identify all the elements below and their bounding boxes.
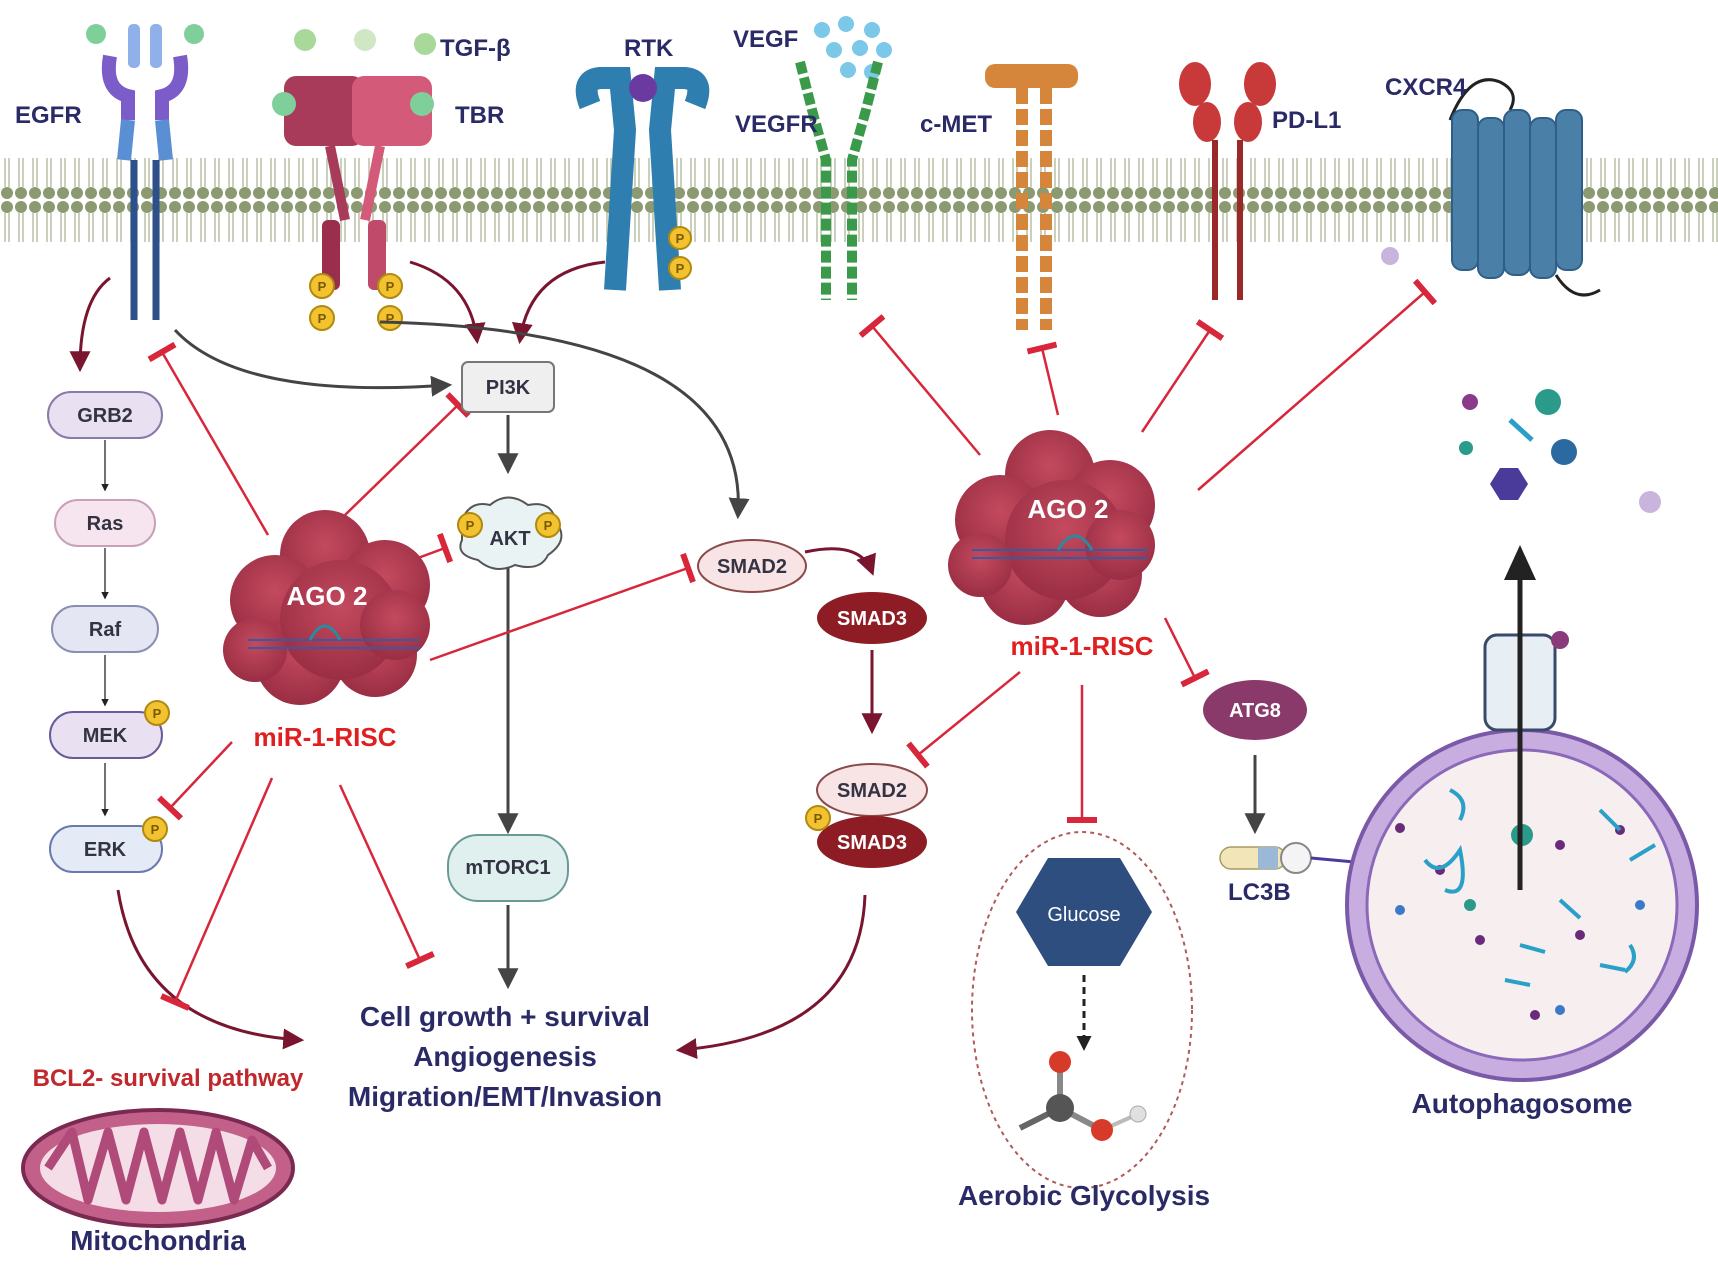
- risc-left: AGO 2 miR-1-RISC: [223, 510, 430, 752]
- mitochondria-label: Mitochondria: [70, 1225, 246, 1256]
- pi3k-label: PI3K: [486, 377, 531, 399]
- inhibit-c-met: [1026, 341, 1060, 416]
- inhibit-pi3k: [344, 392, 471, 516]
- smad3-node: SMAD3: [817, 592, 927, 644]
- inhibit-smad2: [429, 552, 696, 662]
- arrow-tbr-smad2: [379, 320, 750, 520]
- phospho-akt-2: P: [544, 518, 553, 533]
- complex-smad3-label: SMAD3: [837, 832, 907, 854]
- phospho-erk: P: [151, 822, 160, 837]
- glucose-label: Glucose: [1047, 904, 1120, 926]
- atg-label: ATG8: [1229, 700, 1281, 722]
- vegf-label: VEGF: [733, 26, 798, 53]
- akt-label: AKT: [489, 528, 530, 550]
- pi3k-node: PI3K: [461, 361, 555, 413]
- phospho-mek: P: [153, 706, 162, 721]
- smad-complex: SMAD2 SMAD3 P: [805, 763, 928, 868]
- phospho-akt-1: P: [466, 518, 475, 533]
- vegf-ligands: [814, 16, 892, 80]
- arrow-egfr-grb2: [69, 276, 111, 373]
- inhibit-cxcr4: [1197, 278, 1438, 491]
- glycolysis-cell: [971, 831, 1193, 1189]
- mtorc1-node: mTORC1: [447, 834, 569, 902]
- pd-l1-label: PD-L1: [1272, 107, 1341, 134]
- arrow-egfr-pi3k: [173, 328, 453, 397]
- smad2-node: SMAD2: [697, 539, 807, 593]
- inhibit-bcl2: [160, 777, 274, 1011]
- raf-node: Raf: [51, 605, 159, 653]
- mtorc1-label: mTORC1: [465, 857, 550, 879]
- vegfr-receptor: [795, 60, 883, 300]
- smad2-label: SMAD2: [717, 556, 787, 578]
- ras-label: Ras: [87, 513, 124, 535]
- atg-node: ATG8: [1203, 680, 1307, 740]
- akt-node: AKT P P: [457, 496, 563, 570]
- egfr-label: EGFR: [15, 102, 82, 129]
- autophagosome-label: Autophagosome: [1412, 1088, 1633, 1119]
- erk-node: ERK P: [49, 816, 168, 873]
- inhibit-smad-complex: [906, 671, 1021, 769]
- arrow-rtk-pi3k: [511, 260, 606, 345]
- risc-right: AGO 2 miR-1-RISC: [948, 430, 1155, 661]
- outcome-migration: Migration/EMT/Invasion: [348, 1081, 662, 1112]
- c-met-label: c-MET: [920, 111, 992, 138]
- glycolysis-label: Aerobic Glycolysis: [958, 1180, 1210, 1211]
- tbr-label: TBR: [455, 102, 504, 129]
- mek-label: MEK: [83, 725, 128, 747]
- lc3b-label: LC3B: [1228, 879, 1291, 906]
- phospho-rtk-2: P: [676, 261, 685, 276]
- inhibit-atg: [1163, 617, 1210, 688]
- outcome-cell-growth: Cell growth + survival: [360, 1001, 650, 1032]
- autophagosome-vesicle: [1345, 545, 1699, 1082]
- cell-membrane: [0, 150, 1718, 250]
- phospho-tbr-1: P: [318, 279, 327, 294]
- risc-left-protein: AGO 2: [287, 581, 368, 611]
- released-molecules: [1459, 389, 1661, 513]
- phospho-tbr-3: P: [386, 279, 395, 294]
- arrow-smad2-smad3: [804, 547, 876, 576]
- grb2-node: GRB2: [47, 391, 163, 439]
- egfr-receptor: [86, 24, 204, 320]
- risc-right-label: miR-1-RISC: [1010, 631, 1153, 661]
- ras-node: Ras: [54, 499, 156, 547]
- inhibit-egfr: [147, 341, 270, 536]
- tbr-receptor: P P P P: [272, 76, 434, 331]
- arrow-smad-outcome: [675, 894, 867, 1060]
- cxcr4-label: CXCR4: [1385, 74, 1467, 101]
- grb2-label: GRB2: [77, 405, 133, 427]
- pd-l1-receptor: [1179, 62, 1276, 300]
- tgf-beta-ligands: [294, 29, 436, 55]
- glucose-molecule: Glucose: [1016, 858, 1152, 966]
- outcome-angiogenesis: Angiogenesis: [413, 1041, 597, 1072]
- lactate-molecule: [1018, 1051, 1147, 1141]
- risc-left-label: miR-1-RISC: [253, 722, 396, 752]
- cxcr4-receptor: [1381, 78, 1601, 297]
- inhibit-erk: [157, 741, 233, 821]
- phospho-smad: P: [814, 811, 823, 826]
- tgf-beta-label: TGF-β: [440, 35, 511, 62]
- rtk-receptor: P P: [575, 67, 710, 291]
- phospho-rtk-1: P: [676, 231, 685, 246]
- complex-smad2-label: SMAD2: [837, 780, 907, 802]
- bcl2-label: BCL2- survival pathway: [33, 1065, 304, 1092]
- rtk-label: RTK: [624, 35, 674, 62]
- vegfr-label: VEGFR: [735, 111, 818, 138]
- mitochondria-organelle: [21, 1108, 295, 1228]
- raf-label: Raf: [89, 619, 122, 641]
- mek-node: MEK P: [49, 700, 170, 759]
- smad3-label: SMAD3: [837, 608, 907, 630]
- inhibit-pd-l1: [1140, 319, 1225, 433]
- phospho-tbr-4: P: [386, 311, 395, 326]
- inhibit-cell-growth: [338, 784, 435, 969]
- risc-right-protein: AGO 2: [1028, 494, 1109, 524]
- phospho-tbr-2: P: [318, 311, 327, 326]
- c-met-receptor: [985, 64, 1078, 330]
- erk-label: ERK: [84, 839, 127, 861]
- inhibit-vegfr: [858, 314, 981, 456]
